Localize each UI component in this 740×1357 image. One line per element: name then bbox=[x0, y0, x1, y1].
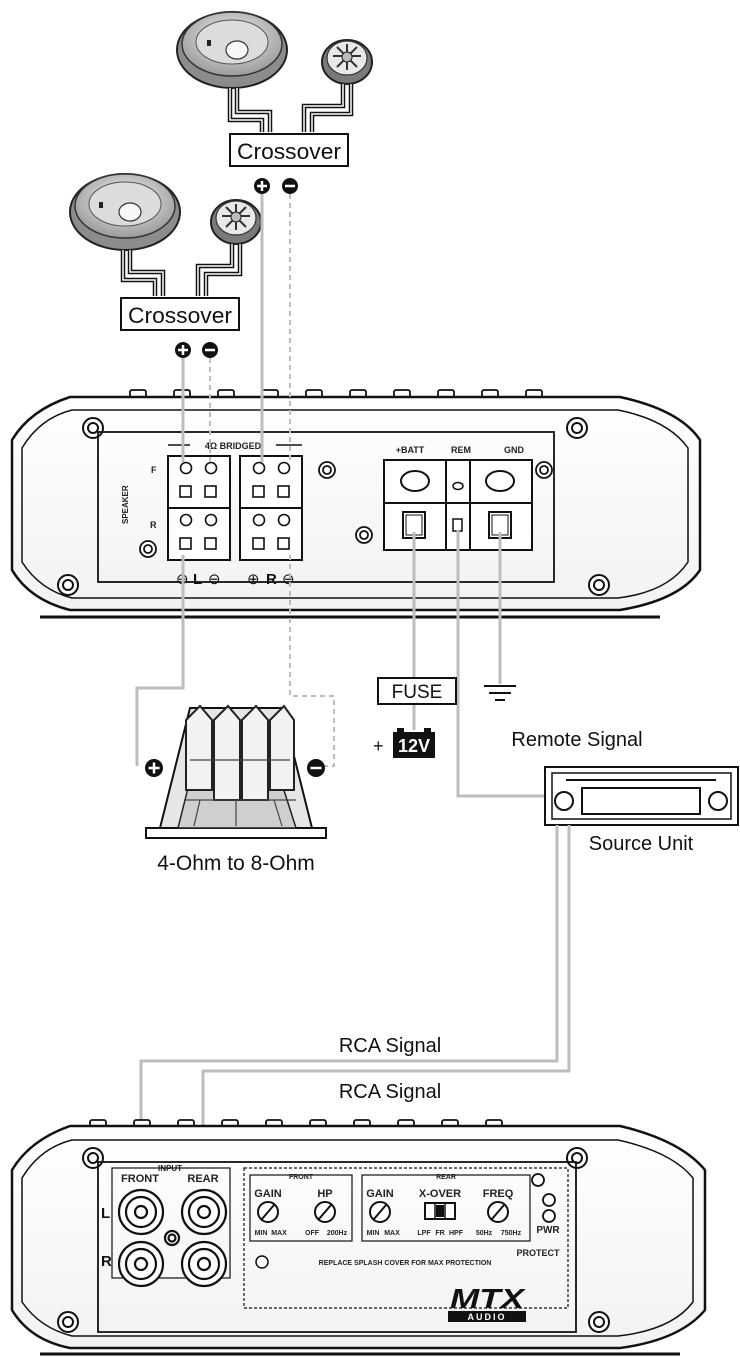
woofer-mid-icon bbox=[69, 173, 181, 251]
crossover-mid-label: Crossover bbox=[128, 303, 232, 328]
rear-input-label: REAR bbox=[187, 1173, 218, 1185]
protect-label: PROTECT bbox=[516, 1248, 560, 1258]
remote-signal-label: Remote Signal bbox=[511, 729, 642, 751]
speaker-side-label: SPEAKER bbox=[121, 485, 130, 524]
right-channel-label: R bbox=[266, 571, 277, 588]
right-neg-symbol: ⊖ bbox=[282, 571, 295, 588]
left-neg-symbol: ⊖ bbox=[208, 571, 221, 588]
subwoofer-pos-terminal-icon bbox=[145, 759, 163, 777]
ground-icon bbox=[484, 685, 516, 701]
woofer-top-icon bbox=[176, 11, 288, 89]
rem-label: REM bbox=[451, 445, 471, 455]
crossover-mid-box: Crossover bbox=[120, 297, 240, 331]
hp-off-label: OFF bbox=[305, 1230, 320, 1237]
crossover-top-label: Crossover bbox=[237, 139, 341, 164]
battery-voltage-label: 12V bbox=[398, 736, 430, 756]
gain-front-knob-icon[interactable] bbox=[257, 1201, 279, 1223]
amp-bottom-screw-icon bbox=[57, 1147, 610, 1333]
right-pos-symbol: ⊕ bbox=[247, 571, 260, 588]
rca-input-section: INPUT FRONT REAR L R bbox=[101, 1164, 231, 1288]
splash-cover-label: REPLACE SPLASH COVER FOR MAX PROTECTION bbox=[319, 1260, 492, 1267]
xover-label: X-OVER bbox=[419, 1188, 461, 1200]
left-channel-label: L bbox=[193, 571, 202, 588]
crossover-top-box: Crossover bbox=[229, 133, 349, 167]
lpf-label: LPF bbox=[417, 1230, 431, 1237]
woofer-mid-wires bbox=[120, 250, 166, 296]
rca-signal-label-2: RCA Signal bbox=[339, 1081, 441, 1103]
gain-rear-knob-icon[interactable] bbox=[369, 1201, 391, 1223]
pwr-label: PWR bbox=[536, 1225, 560, 1236]
gnd-label: GND bbox=[504, 445, 525, 455]
amplifier-top: SPEAKER 4Ω BRIDGED F R bbox=[10, 389, 702, 619]
xover-switch-icon[interactable] bbox=[424, 1202, 456, 1220]
front-group-label: FRONT bbox=[289, 1174, 314, 1181]
tweeter-mid-wires bbox=[195, 244, 243, 296]
fr-label: FR bbox=[435, 1230, 444, 1237]
battery-plus-label: + bbox=[373, 736, 384, 756]
max-rear-label: MAX bbox=[384, 1230, 400, 1237]
input-right-label: R bbox=[101, 1253, 112, 1270]
min-rear-label: MIN bbox=[367, 1230, 380, 1237]
component-speaker-set-mid: Crossover bbox=[69, 173, 262, 358]
front-input-label: FRONT bbox=[121, 1173, 159, 1185]
amp-top-screw-icon bbox=[57, 417, 610, 596]
min-front-label: MIN bbox=[255, 1230, 268, 1237]
source-unit-label: Source Unit bbox=[589, 833, 694, 855]
crossover-top-neg-terminal-icon bbox=[282, 178, 298, 194]
speaker-wires bbox=[135, 194, 335, 767]
input-left-label: L bbox=[101, 1205, 110, 1222]
subwoofer-neg-terminal-icon bbox=[307, 759, 325, 777]
gain-rear-label: GAIN bbox=[366, 1188, 394, 1200]
source-unit-icon bbox=[544, 766, 739, 826]
battery-icon: + 12V bbox=[373, 728, 435, 758]
hp-200hz-label: 200Hz bbox=[327, 1230, 348, 1237]
woofer-top-wires bbox=[227, 88, 273, 132]
mtx-audio-logo: MTX AUDIO bbox=[448, 1283, 527, 1322]
rca-signal-label-1: RCA Signal bbox=[339, 1035, 441, 1057]
freq-label: FREQ bbox=[483, 1188, 514, 1200]
power-wiring: FUSE + 12V bbox=[373, 530, 552, 798]
hp-knob-icon[interactable] bbox=[314, 1201, 336, 1223]
amplifier-bottom: INPUT FRONT REAR L R FRONT REAR GAIN HP … bbox=[10, 1119, 707, 1356]
front-letter: F bbox=[151, 465, 157, 475]
freq-50hz-label: 50Hz bbox=[476, 1230, 493, 1237]
fuse-box: FUSE bbox=[377, 677, 457, 705]
tweeter-top-icon bbox=[321, 39, 373, 85]
brand-sub-text: AUDIO bbox=[468, 1312, 507, 1322]
rca-wires bbox=[139, 825, 571, 1172]
fuse-label: FUSE bbox=[392, 682, 443, 703]
batt-label: +BATT bbox=[396, 445, 425, 455]
freq-knob-icon[interactable] bbox=[487, 1201, 509, 1223]
crossover-mid-neg-terminal-icon bbox=[202, 342, 218, 358]
hp-label: HP bbox=[317, 1188, 332, 1200]
hpf-label: HPF bbox=[449, 1230, 464, 1237]
rear-letter: R bbox=[150, 520, 157, 530]
freq-750hz-label: 750Hz bbox=[501, 1230, 522, 1237]
crossover-top-pos-terminal-icon bbox=[254, 178, 270, 194]
gain-front-label: GAIN bbox=[254, 1188, 282, 1200]
crossover-mid-pos-terminal-icon bbox=[175, 342, 191, 358]
tweeter-top-wires bbox=[301, 84, 354, 132]
bridged-label: 4Ω BRIDGED bbox=[205, 441, 262, 451]
rca-jack-icon[interactable] bbox=[117, 1188, 228, 1288]
led-indicator-icon bbox=[531, 1173, 556, 1223]
tweeter-mid-icon bbox=[210, 199, 262, 245]
rear-group-label: REAR bbox=[436, 1174, 456, 1181]
max-front-label: MAX bbox=[271, 1230, 287, 1237]
speaker-terminal-block: 4Ω BRIDGED F R ⊕ L ⊖ ⊕ R ⊖ bbox=[150, 441, 303, 588]
brand-logo-text: MTX bbox=[450, 1283, 527, 1314]
component-speaker-set-top: Crossover bbox=[176, 11, 373, 194]
control-panel: FRONT REAR GAIN HP GAIN X-OVER FREQ bbox=[243, 1167, 569, 1309]
subwoofer-icon bbox=[145, 704, 327, 839]
subwoofer-impedance-label: 4-Ohm to 8-Ohm bbox=[157, 852, 315, 875]
